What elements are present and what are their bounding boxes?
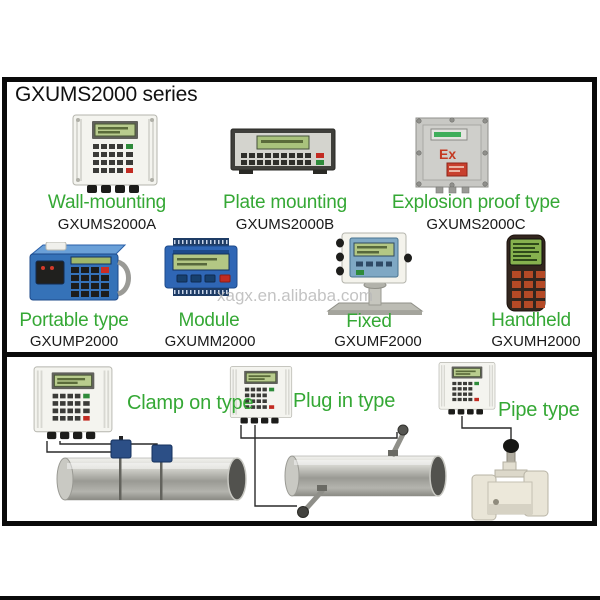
handheld-meter-icon bbox=[506, 234, 546, 312]
model-gxumh2000: GXUMH2000 bbox=[491, 333, 581, 350]
ex-marking: Ex bbox=[439, 146, 456, 162]
label-plate-mounting: Plate mounting bbox=[223, 192, 347, 213]
pipe-type-diagram-icon bbox=[461, 416, 549, 521]
fixed-meter-icon bbox=[326, 232, 424, 315]
label-fixed: Fixed bbox=[346, 311, 392, 332]
portable-meter-icon bbox=[29, 242, 131, 301]
model-gxumf2000: GXUMF2000 bbox=[334, 333, 422, 350]
bottom-edge-line bbox=[0, 596, 600, 600]
label-module: Module bbox=[178, 310, 240, 331]
explosion-proof-box-icon: Ex bbox=[415, 117, 489, 194]
model-gxums2000a: GXUMS2000A bbox=[57, 216, 157, 233]
label-wall-mounting: Wall-mounting bbox=[47, 192, 167, 213]
plug-in-meter-icon bbox=[229, 366, 293, 424]
model-gxums2000c: GXUMS2000C bbox=[426, 216, 526, 233]
clamp-on-diagram-icon bbox=[46, 436, 247, 501]
label-clamp-on-type: Clamp on type bbox=[127, 392, 254, 414]
label-handheld: Handheld bbox=[491, 310, 571, 331]
installation-diagrams bbox=[46, 416, 549, 521]
clamp-on-meter-icon bbox=[33, 366, 113, 440]
watermark: xagx.en.alibaba.com bbox=[217, 286, 373, 305]
model-gxump2000: GXUMP2000 bbox=[29, 333, 119, 350]
label-explosion-proof: Explosion proof type bbox=[391, 192, 561, 213]
label-plug-in-type: Plug in type bbox=[293, 390, 396, 412]
plug-in-diagram-icon bbox=[240, 424, 447, 518]
wall-mount-meter-icon bbox=[72, 114, 158, 193]
series-title: GXUMS2000 series bbox=[15, 83, 198, 106]
plate-meter-icon bbox=[230, 128, 336, 174]
label-portable: Portable type bbox=[19, 310, 129, 331]
model-gxums2000b: GXUMS2000B bbox=[235, 216, 335, 233]
section-divider bbox=[2, 352, 597, 357]
label-pipe-type: Pipe type bbox=[498, 399, 580, 421]
model-gxumm2000: GXUMM2000 bbox=[164, 333, 256, 350]
pipe-type-meter-icon bbox=[438, 362, 496, 415]
module-meter-icon bbox=[164, 238, 238, 296]
